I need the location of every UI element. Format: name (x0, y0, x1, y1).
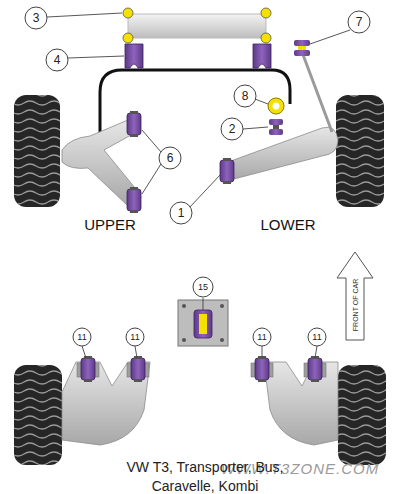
direction-arrow (337, 252, 373, 340)
leader-line (47, 13, 350, 358)
tyre (14, 95, 60, 207)
callout-number: 1 (178, 207, 185, 219)
bush (125, 44, 271, 68)
callout-number: 11 (257, 333, 266, 342)
caption: VW T3, Transporter, Bus, Caravelle, Komb… (120, 458, 290, 494)
bush (269, 119, 283, 135)
arm-label: UPPER (84, 217, 136, 232)
crossmember (128, 14, 266, 38)
tyre (338, 365, 386, 465)
callout-number: 11 (77, 333, 86, 342)
washer-hole (273, 103, 280, 110)
tyre (336, 95, 384, 207)
washer (268, 98, 284, 114)
arm-label: LOWER (260, 217, 315, 232)
callout-number: 8 (242, 90, 249, 102)
tie-rod (302, 52, 332, 132)
callout-number: 6 (167, 152, 174, 164)
callout-number: 2 (229, 123, 236, 135)
bush-insert (199, 314, 207, 334)
tyre (14, 365, 62, 465)
callout-number: 3 (33, 12, 40, 24)
callout-number: 11 (312, 333, 321, 342)
direction-text: FRONT OF CAR (352, 279, 359, 331)
bush (194, 310, 212, 338)
washer (123, 8, 271, 43)
callout-number: 15 (198, 283, 208, 292)
anti-roll-bar (100, 70, 290, 142)
bracket (77, 363, 326, 377)
bush (294, 40, 310, 56)
callout-circle (25, 7, 370, 346)
callout-number: 7 (356, 16, 363, 28)
trailing-arm (264, 362, 338, 445)
lower-arm (228, 127, 338, 180)
callout-number: 4 (54, 54, 61, 66)
callout-number: 11 (130, 333, 139, 342)
